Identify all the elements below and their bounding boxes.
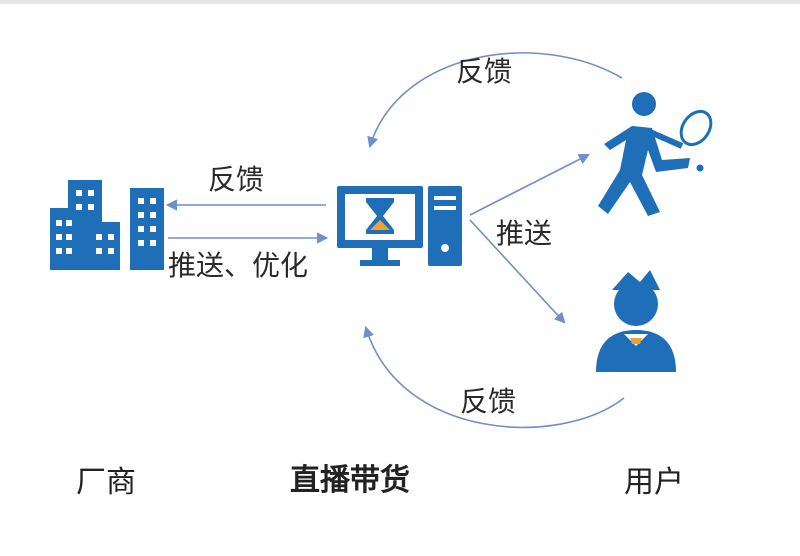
label-feedback-left: 反馈 — [208, 163, 265, 196]
caption-manufacturer: 厂商 — [76, 465, 136, 500]
label-feedback-bottom: 反馈 — [460, 385, 517, 418]
caption-live-commerce: 直播带货 — [290, 463, 410, 498]
label-push-right: 推送 — [496, 217, 553, 250]
arrow-feedback-bottom — [363, 325, 625, 429]
caption-user: 用户 — [624, 465, 684, 500]
label-push-optimize: 推送、优化 — [168, 249, 309, 282]
arrow-push-to-businessman — [469, 219, 566, 324]
top-divider — [0, 0, 800, 4]
arrow-feedback-top — [367, 52, 623, 149]
tennis-player-icon — [598, 92, 713, 216]
label-feedback-top: 反馈 — [456, 55, 513, 88]
businessman-icon — [596, 270, 676, 372]
buildings-icon — [50, 180, 164, 270]
computer-hourglass-icon — [337, 186, 462, 266]
arrow-push-to-player — [469, 153, 590, 216]
